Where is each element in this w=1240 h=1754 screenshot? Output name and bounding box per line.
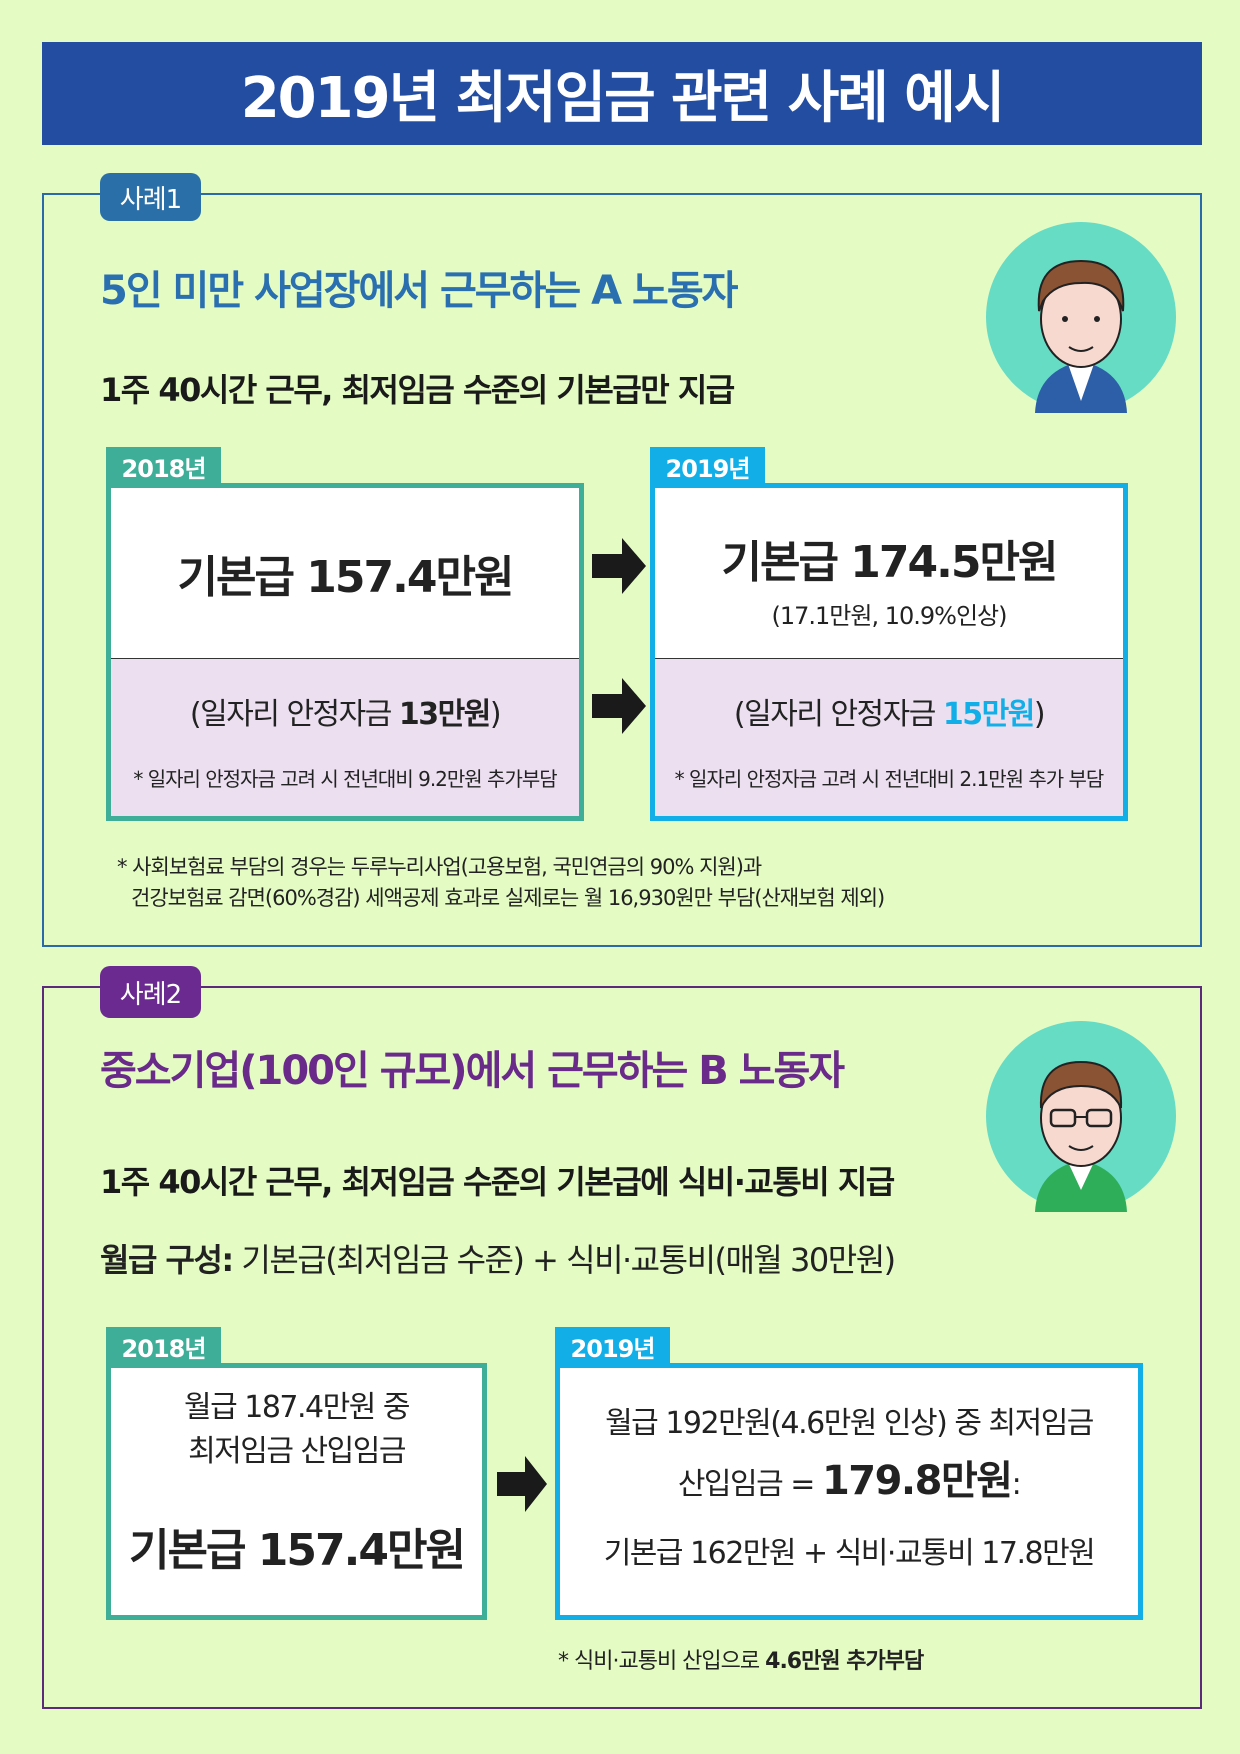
worker-a-avatar xyxy=(986,222,1176,413)
case1-subtitle: 1주 40시간 근무, 최저임금 수준의 기본급만 지급 xyxy=(100,371,735,409)
case2-2019-line2: 산입임금 = 179.8만원: xyxy=(677,1458,1022,1504)
case2-2018-line1: 월급 187.4만원 중 xyxy=(184,1390,410,1425)
case2-2019-line3: 기본급 162만원 + 식비·교통비 17.8만원 xyxy=(603,1536,1096,1571)
case1-tag: 사례1 xyxy=(100,173,201,221)
case2-2018-line2: 최저임금 산입임금 xyxy=(188,1434,406,1469)
case1-2018-box: 기본급 157.4만원 (일자리 안정자금 13만원) * 일자리 안정자금 고… xyxy=(106,483,584,821)
arrow-right-icon xyxy=(497,1456,547,1512)
case1-2019-note: * 일자리 안정자금 고려 시 전년대비 2.1만원 추가 부담 xyxy=(674,767,1105,791)
case1-2018-label: 2018년 xyxy=(106,447,221,485)
case2-2018-pay: 기본급 157.4만원 xyxy=(129,1525,466,1576)
case2-2018-box: 월급 187.4만원 중 최저임금 산입임금 기본급 157.4만원 xyxy=(106,1363,487,1620)
case2-subtitle: 1주 40시간 근무, 최저임금 수준의 기본급에 식비·교통비 지급 xyxy=(100,1163,895,1201)
case2-footnote: * 식비·교통비 산입으로 4.6만원 추가부담 xyxy=(558,1649,924,1674)
case2-2019-box: 월급 192만원(4.6만원 인상) 중 최저임금 산입임금 = 179.8만원… xyxy=(555,1363,1143,1620)
case1-2018-pay: 기본급 157.4만원 xyxy=(177,552,515,603)
case1-panel xyxy=(42,193,1202,947)
case2-composition: 월급 구성: 기본급(최저임금 수준) + 식비·교통비(매월 30만원) xyxy=(100,1241,896,1279)
arrow-right-icon xyxy=(592,678,646,734)
case1-2019-pay: 기본급 174.5만원 xyxy=(721,536,1059,588)
worker-b-avatar xyxy=(986,1021,1176,1212)
case1-2019-subsidy: (일자리 안정자금 15만원) xyxy=(733,697,1046,732)
case2-tag: 사례2 xyxy=(100,966,201,1018)
case1-title: 5인 미만 사업장에서 근무하는 A 노동자 xyxy=(100,268,738,314)
case1-2018-subsidy: (일자리 안정자금 13만원) xyxy=(189,697,502,732)
case1-2018-note: * 일자리 안정자금 고려 시 전년대비 9.2만원 추가부담 xyxy=(133,767,557,791)
case1-2019-box: 기본급 174.5만원 (17.1만원, 10.9%인상) (일자리 안정자금 … xyxy=(650,483,1128,821)
case2-panel xyxy=(42,986,1202,1709)
case1-footnote: * 사회보험료 부담의 경우는 두루누리사업(고용보험, 국민연금의 90% 지… xyxy=(117,855,885,910)
case2-2018-label: 2018년 xyxy=(106,1327,221,1365)
case2-title: 중소기업(100인 규모)에서 근무하는 B 노동자 xyxy=(100,1048,845,1094)
case1-2019-label: 2019년 xyxy=(650,447,765,485)
case2-2019-label: 2019년 xyxy=(555,1327,670,1365)
case2-2019-line1: 월급 192만원(4.6만원 인상) 중 최저임금 xyxy=(605,1406,1094,1441)
page-title: 2019년 최저임금 관련 사례 예시 xyxy=(42,42,1202,145)
case1-2019-raise: (17.1만원, 10.9%인상) xyxy=(771,601,1008,630)
arrow-right-icon xyxy=(592,538,646,594)
